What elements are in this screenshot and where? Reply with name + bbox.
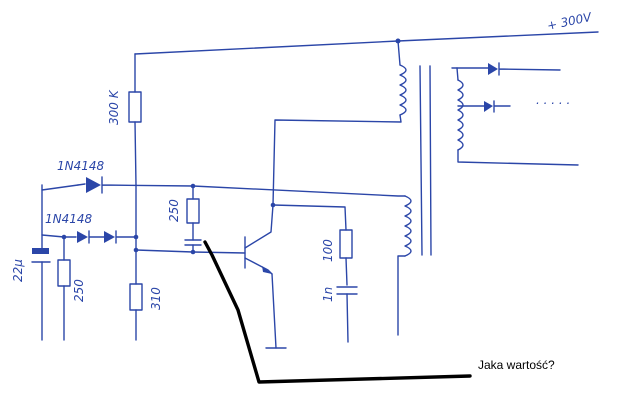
transformer-core — [419, 65, 432, 256]
resistor-300k: 300 K — [107, 53, 142, 186]
ellipsis-dots: . . . . . — [536, 93, 570, 107]
diode-pair-label: 1N4148 — [45, 212, 93, 226]
diode-top-label: 1N4148 — [57, 159, 105, 173]
transformer-primary — [272, 40, 407, 206]
emitter-network: 100 1n — [272, 204, 358, 343]
feedback-winding — [397, 195, 412, 336]
base-node — [133, 184, 246, 255]
diode-top: 1N4148 — [41, 159, 406, 197]
diode-pair: 1N4148 — [41, 212, 137, 244]
cap-22u-label: 22µ — [11, 259, 25, 282]
resistor-310: 310 — [129, 249, 163, 341]
resistor-100-label: 100 — [321, 239, 335, 262]
resistor-250-left-label: 250 — [72, 279, 86, 302]
annotation-pointer — [203, 240, 472, 384]
resistor-310-label: 310 — [149, 287, 163, 310]
resistor-250-mid: 250 — [167, 185, 202, 253]
supply-label: + 300V — [546, 10, 594, 33]
transformer-secondary: . . . . . — [451, 62, 579, 166]
transistor — [244, 202, 287, 349]
question-label: Jaka wartość? — [478, 358, 555, 372]
resistor-300k-label: 300 K — [107, 89, 121, 125]
cap-1n-label: 1n — [321, 287, 335, 302]
resistor-250-left: 250 — [57, 236, 86, 341]
resistor-250-mid-label: 250 — [167, 199, 181, 222]
supply-rail: + 300V — [134, 10, 599, 55]
left-rail: 22µ — [11, 189, 51, 341]
